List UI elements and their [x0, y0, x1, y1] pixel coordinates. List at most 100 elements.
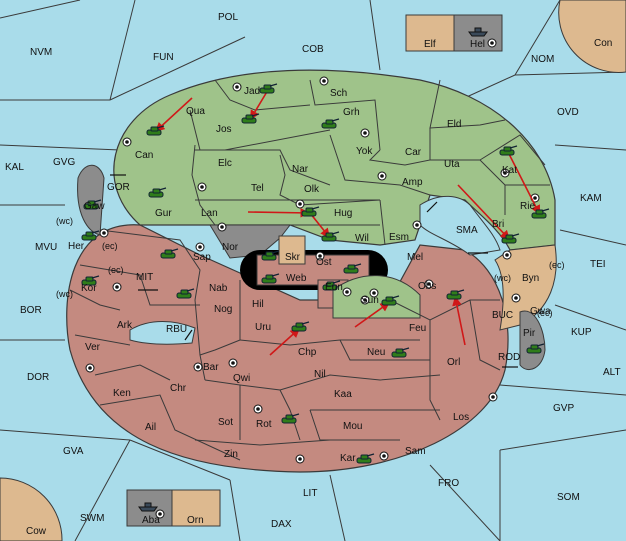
label-Mou: Mou [343, 421, 362, 432]
label-Nab: Nab [209, 283, 228, 294]
label-Bri: Bri [492, 219, 504, 230]
army-icon[interactable] [531, 208, 550, 219]
label-FRO: FRO [438, 478, 459, 489]
supply-center-dot [372, 291, 376, 295]
army-icon[interactable] [176, 288, 195, 299]
supply-center-dot [196, 365, 200, 369]
label-Kaa: Kaa [334, 389, 352, 400]
supply-center-dot [88, 366, 92, 370]
label-Cow: Cow [26, 526, 47, 537]
label-Byn: Byn [522, 273, 539, 284]
army-icon[interactable] [343, 263, 362, 274]
label-Rie: Rie [520, 201, 535, 212]
army-icon[interactable] [446, 289, 465, 300]
label-Ost: Ost [316, 257, 332, 268]
order-arrow-Hil-Uru [269, 327, 301, 356]
label-NOM: NOM [531, 54, 554, 65]
region-Sun-Feu [332, 275, 421, 319]
label-Pir: Pir [523, 328, 536, 339]
army-icon[interactable] [83, 199, 102, 210]
army-icon[interactable] [261, 273, 280, 284]
supply-center-dot [380, 174, 384, 178]
label-TEI: TEI [590, 259, 606, 270]
supply-center-dot [298, 202, 302, 206]
region-Con [558, 0, 626, 73]
coast-wc-byn: (wc) [494, 273, 511, 283]
coast-wc-kor: (wc) [56, 289, 73, 299]
label-Rot: Rot [256, 419, 272, 430]
label-Ark: Ark [117, 320, 133, 331]
label-Nog: Nog [214, 304, 232, 315]
army-icon[interactable] [391, 347, 410, 358]
label-Sch: Sch [330, 88, 347, 99]
supply-center-dot [220, 225, 224, 229]
army-icon[interactable] [321, 231, 340, 242]
army-icon[interactable] [381, 295, 400, 306]
supply-center-dot [231, 361, 235, 365]
label-ALT: ALT [603, 367, 621, 378]
fleet-icon[interactable] [138, 502, 158, 512]
lake-RBU [129, 321, 196, 345]
army-icon[interactable] [81, 275, 100, 286]
label-Skr: Skr [285, 252, 301, 263]
label-Aba: Aba [142, 515, 160, 526]
army-icon[interactable] [148, 187, 167, 198]
region-Pir [519, 310, 546, 370]
supply-center-dot [363, 298, 367, 302]
army-icon[interactable] [261, 250, 280, 261]
army-icon[interactable] [291, 321, 310, 332]
army-icon[interactable] [501, 233, 520, 244]
supply-center-dot [490, 41, 494, 45]
fleet-icon[interactable] [468, 27, 488, 37]
label-Sap: Sap [193, 252, 211, 263]
supply-center-dot [298, 457, 302, 461]
label-SMA: SMA [456, 225, 478, 236]
land-green [113, 69, 556, 251]
label-Kat: Kat [502, 165, 517, 176]
coast-ec-gwa: (ec) [537, 308, 553, 318]
label-Chp: Chp [298, 347, 317, 358]
army-icon[interactable] [321, 118, 340, 129]
order-arrow-Lan-Hug [247, 208, 311, 218]
label-Nil: Nil [314, 369, 326, 380]
supply-center-dot [363, 131, 367, 135]
label-Nar: Nar [292, 164, 309, 175]
label-Ail: Ail [145, 422, 156, 433]
supply-center-dot [503, 171, 507, 175]
order-arrow-Kat-Rie [507, 151, 541, 216]
label-Chr: Chr [170, 383, 187, 394]
army-icon[interactable] [160, 248, 179, 259]
army-icon[interactable] [356, 453, 375, 464]
label-Yok: Yok [356, 146, 373, 157]
label-Orn: Orn [187, 515, 204, 526]
label-Kor: Kor [81, 283, 97, 294]
army-icon[interactable] [241, 113, 260, 124]
label-Her: Her [68, 241, 85, 252]
supply-center-dot [415, 223, 419, 227]
label-DAX: DAX [271, 519, 292, 530]
label-Orl: Orl [447, 357, 460, 368]
label-Wil: Wil [355, 233, 369, 244]
army-icon[interactable] [322, 280, 341, 291]
label-Ver: Ver [85, 342, 101, 353]
army-icon[interactable] [81, 230, 100, 241]
army-icon[interactable] [146, 125, 165, 136]
army-icon[interactable] [526, 343, 545, 354]
army-icon[interactable] [281, 413, 300, 424]
army-icon[interactable] [301, 206, 320, 217]
army-icon[interactable] [259, 83, 278, 94]
label-SOM: SOM [557, 492, 580, 503]
label-BUC: BUC [492, 310, 513, 321]
label-Los: Los [453, 412, 469, 423]
label-MIT: MIT [136, 272, 153, 283]
label-Elf: Elf [424, 39, 436, 50]
army-icon[interactable] [499, 145, 518, 156]
label-Gur: Gur [155, 208, 172, 219]
coast-ec-kor: (ec) [108, 265, 124, 275]
label-Can: Can [135, 150, 153, 161]
label-Gwa: Gwa [530, 306, 551, 317]
label-Neu: Neu [367, 347, 385, 358]
